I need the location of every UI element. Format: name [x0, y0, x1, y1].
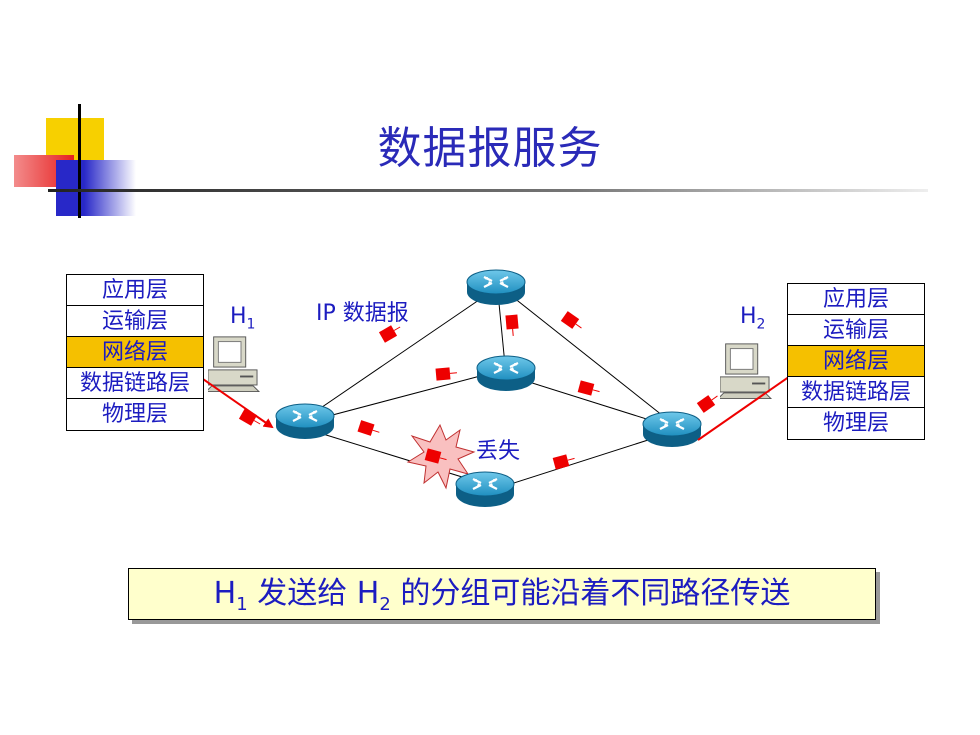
- packet-icon: [357, 420, 380, 436]
- link-r1-r3: [305, 369, 504, 423]
- deco-title-underline: [48, 189, 928, 192]
- layer-transport: 运输层: [788, 315, 924, 346]
- layer-datalink: 数据链路层: [788, 377, 924, 408]
- layer-network: 网络层: [788, 346, 924, 377]
- router-icon: [466, 268, 526, 307]
- packets: [238, 311, 718, 470]
- lost-label: 丢失: [476, 439, 521, 464]
- router-icon: [455, 470, 515, 509]
- router-icon: [476, 354, 536, 393]
- link-r1-r4: [309, 429, 489, 486]
- caption-sub2: 2: [379, 594, 391, 615]
- caption-part3: 的分组可能沿着不同路径传送: [390, 576, 791, 611]
- page-title: 数据报服务: [377, 123, 603, 174]
- layer-datalink: 数据链路层: [67, 368, 203, 399]
- packet-icon: [505, 314, 519, 336]
- packet-icon: [435, 367, 457, 381]
- explosion-icon: [406, 423, 476, 490]
- caption-sub1: 1: [236, 594, 248, 615]
- link-r2-r3: [497, 292, 506, 366]
- deco-blue-square: [56, 160, 136, 216]
- right-protocol-stack: 应用层 运输层 网络层 数据链路层 物理层: [787, 283, 925, 440]
- router-icon: [275, 402, 335, 441]
- router-icon: [642, 410, 702, 449]
- ip-datagram-label: IP 数据报: [316, 301, 409, 326]
- layer-transport: 运输层: [67, 306, 203, 337]
- layer-network: 网络层: [67, 337, 203, 368]
- caption-part1: H: [213, 576, 237, 611]
- computer-icon: [720, 343, 772, 400]
- link-r1-r2: [305, 286, 499, 419]
- packet-icon: [696, 395, 718, 413]
- packet-icon: [577, 380, 600, 396]
- host-h1-letter: H: [230, 304, 247, 329]
- host-h2-sub: 2: [756, 316, 766, 333]
- left-protocol-stack: 应用层 运输层 网络层 数据链路层 物理层: [66, 274, 204, 431]
- computer-icon: [208, 336, 260, 393]
- layer-physical: 物理层: [101, 402, 168, 427]
- host-h2-label: H2: [740, 304, 765, 332]
- link-lines: [305, 286, 673, 491]
- deco-vertical-line: [78, 104, 81, 218]
- link-r2-r5: [503, 289, 673, 424]
- host-h1-label: H1: [230, 304, 255, 332]
- packet-icon: [238, 408, 261, 426]
- layer-application: 应用层: [788, 284, 924, 315]
- caption-part2: 发送给 H: [247, 576, 380, 611]
- host-h1-sub: 1: [246, 316, 256, 333]
- host-h2-letter: H: [740, 304, 757, 329]
- caption-box: H1 发送给 H2 的分组可能沿着不同路径传送: [128, 568, 876, 620]
- packet-icon: [552, 454, 575, 470]
- link-r3-r5: [509, 375, 673, 428]
- packet-icon: [424, 448, 447, 464]
- link-r4-r5: [491, 432, 671, 491]
- packet-icon: [378, 325, 401, 343]
- packet-icon: [560, 311, 582, 329]
- layer-physical: 物理层: [822, 411, 889, 436]
- layer-application: 应用层: [67, 275, 203, 306]
